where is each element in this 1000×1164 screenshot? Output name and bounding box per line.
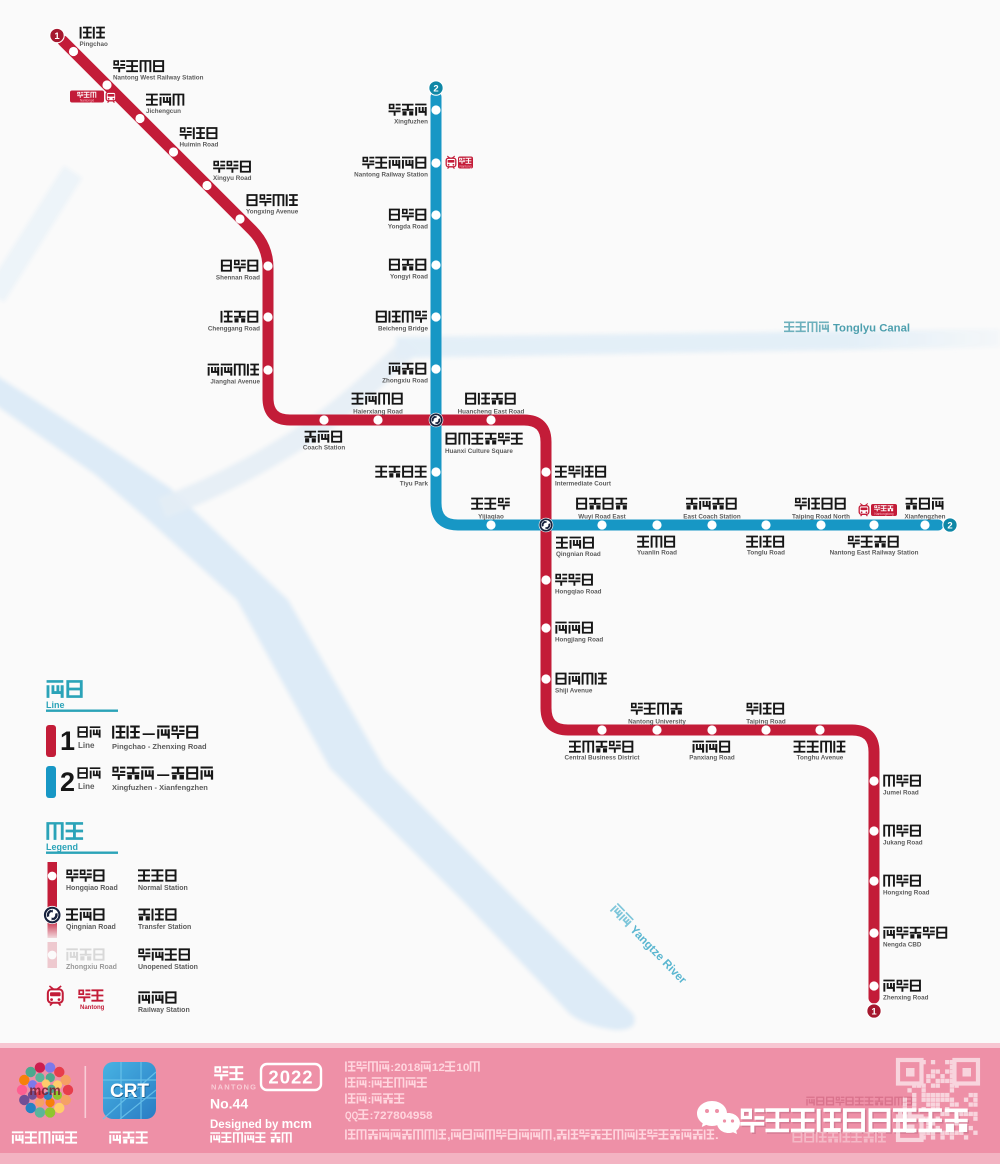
svg-text:10: 10 [456, 1062, 469, 1074]
svg-text:Wuyi Road East: Wuyi Road East [578, 514, 626, 521]
svg-text:Jichengcun: Jichengcun [146, 108, 181, 115]
svg-text::727804958: :727804958 [370, 1110, 433, 1122]
svg-text:Xingfuzhen: Xingfuzhen [394, 119, 428, 126]
svg-text:Hongqiao Road: Hongqiao Road [66, 885, 118, 892]
svg-text:12: 12 [432, 1062, 445, 1074]
svg-text:Hongqiao Road: Hongqiao Road [555, 589, 602, 596]
svg-text:-: - [155, 766, 172, 782]
svg-text:2022: 2022 [268, 1067, 313, 1088]
svg-text:Chenggang Road: Chenggang Road [208, 326, 260, 333]
svg-text:Yongxing Avenue: Yongxing Avenue [246, 209, 299, 216]
svg-text:Unopened Station: Unopened Station [138, 964, 198, 971]
svg-text:Yijiaqiao: Yijiaqiao [478, 514, 504, 521]
svg-text:-: - [141, 725, 158, 741]
svg-text:Beicheng Bridge: Beicheng Bridge [378, 326, 429, 333]
svg-text:Yongyi Road: Yongyi Road [390, 274, 428, 281]
svg-text:Designed by mcm: Designed by mcm [210, 1116, 312, 1131]
svg-text:CRT: CRT [110, 1081, 149, 1102]
svg-text:Pingchao: Pingchao [80, 41, 108, 48]
svg-text:2: 2 [60, 767, 75, 797]
svg-text:Panxiang Road: Panxiang Road [689, 755, 735, 762]
svg-text:Nantong: Nantong [459, 164, 471, 168]
svg-text:Nantongdong: Nantongdong [874, 512, 893, 516]
svg-text:Shiji Avenue: Shiji Avenue [555, 688, 593, 695]
svg-text:Tonghu Avenue: Tonghu Avenue [797, 755, 844, 762]
svg-text:Legend: Legend [46, 842, 78, 852]
svg-text::: : [368, 1078, 372, 1090]
svg-text:Nantong: Nantong [80, 1005, 105, 1011]
svg-text:Jukang Road: Jukang Road [883, 840, 923, 847]
svg-text:Shennan Road: Shennan Road [216, 275, 260, 282]
svg-text:Tonglyu Canal: Tonglyu Canal [833, 323, 910, 335]
svg-text:Hongxing Road: Hongxing Road [883, 890, 930, 897]
svg-text:Xianfengzhen: Xianfengzhen [905, 514, 946, 521]
svg-text:Tiyu Park: Tiyu Park [400, 481, 429, 488]
svg-text:Zhenxing Road: Zhenxing Road [883, 995, 929, 1002]
svg-text::2018: :2018 [390, 1062, 420, 1074]
svg-text:Nantong East Railway Station: Nantong East Railway Station [830, 550, 919, 557]
svg-text:Nantong Railway Station: Nantong Railway Station [354, 172, 428, 179]
svg-text:Huimin Road: Huimin Road [180, 142, 219, 149]
svg-text:Nantong University: Nantong University [628, 719, 686, 726]
svg-text:Nantong West Railway Station: Nantong West Railway Station [113, 75, 204, 82]
svg-text:1: 1 [871, 1006, 877, 1017]
svg-text:QQ: QQ [345, 1110, 359, 1122]
svg-text:Normal Station: Normal Station [138, 885, 188, 892]
svg-text:Hongjiang Road: Hongjiang Road [555, 637, 603, 644]
svg-text:Qingnian Road: Qingnian Road [66, 924, 116, 931]
svg-text:Zhongxiu Road: Zhongxiu Road [66, 964, 117, 971]
svg-text:Yuanlin Road: Yuanlin Road [637, 550, 677, 557]
svg-text:Yangtze River: Yangtze River [627, 924, 688, 987]
svg-text:2: 2 [433, 83, 438, 94]
svg-text:1: 1 [60, 726, 75, 756]
svg-text:CRT: CRT [111, 1082, 150, 1103]
svg-text:1: 1 [54, 31, 60, 42]
svg-text:Haierxiang Road: Haierxiang Road [353, 409, 403, 416]
svg-text:Line: Line [78, 741, 95, 750]
svg-text:Jumei Road: Jumei Road [883, 790, 919, 797]
svg-text:Line: Line [46, 700, 65, 710]
svg-text:Xingyu Road: Xingyu Road [213, 175, 252, 182]
svg-text:Qingnian Road: Qingnian Road [556, 551, 601, 558]
svg-text:Tonglu Road: Tonglu Road [747, 550, 785, 557]
svg-text:Line: Line [78, 782, 95, 791]
svg-text:Central Business District: Central Business District [565, 755, 641, 762]
svg-text:NANTONG: NANTONG [211, 1083, 257, 1092]
svg-text:No.44: No.44 [210, 1096, 248, 1112]
svg-text:,: , [447, 1130, 451, 1142]
svg-text:Nengda CBD: Nengda CBD [883, 942, 922, 949]
svg-text:Yongda Road: Yongda Road [388, 224, 428, 231]
svg-text:Transfer Station: Transfer Station [138, 924, 191, 931]
svg-text:Intermediate Court: Intermediate Court [555, 481, 612, 488]
svg-text:.: . [715, 1130, 719, 1142]
svg-text:,: , [553, 1130, 557, 1142]
svg-text:Taiping Road: Taiping Road [746, 719, 786, 726]
svg-text:Coach Station: Coach Station [303, 445, 345, 452]
svg-text:mcm: mcm [29, 1083, 61, 1098]
svg-text::: : [368, 1094, 372, 1106]
svg-text:Nantongxi: Nantongxi [80, 98, 95, 102]
svg-text:Huanxi Culture Square: Huanxi Culture Square [445, 448, 513, 455]
svg-text:Taiping Road North: Taiping Road North [792, 514, 850, 521]
svg-text:Huancheng East Road: Huancheng East Road [458, 409, 525, 416]
svg-text:2: 2 [947, 520, 952, 531]
svg-text:Pingchao - Zhenxing Road: Pingchao - Zhenxing Road [112, 742, 207, 751]
svg-text:Zhongxiu Road: Zhongxiu Road [382, 378, 428, 385]
svg-text:Xingfuzhen - Xianfengzhen: Xingfuzhen - Xianfengzhen [112, 783, 208, 792]
svg-text:Railway Station: Railway Station [138, 1007, 190, 1014]
svg-text:East Coach Station: East Coach Station [683, 514, 741, 521]
svg-text:Jianghai Avenue: Jianghai Avenue [210, 379, 260, 386]
